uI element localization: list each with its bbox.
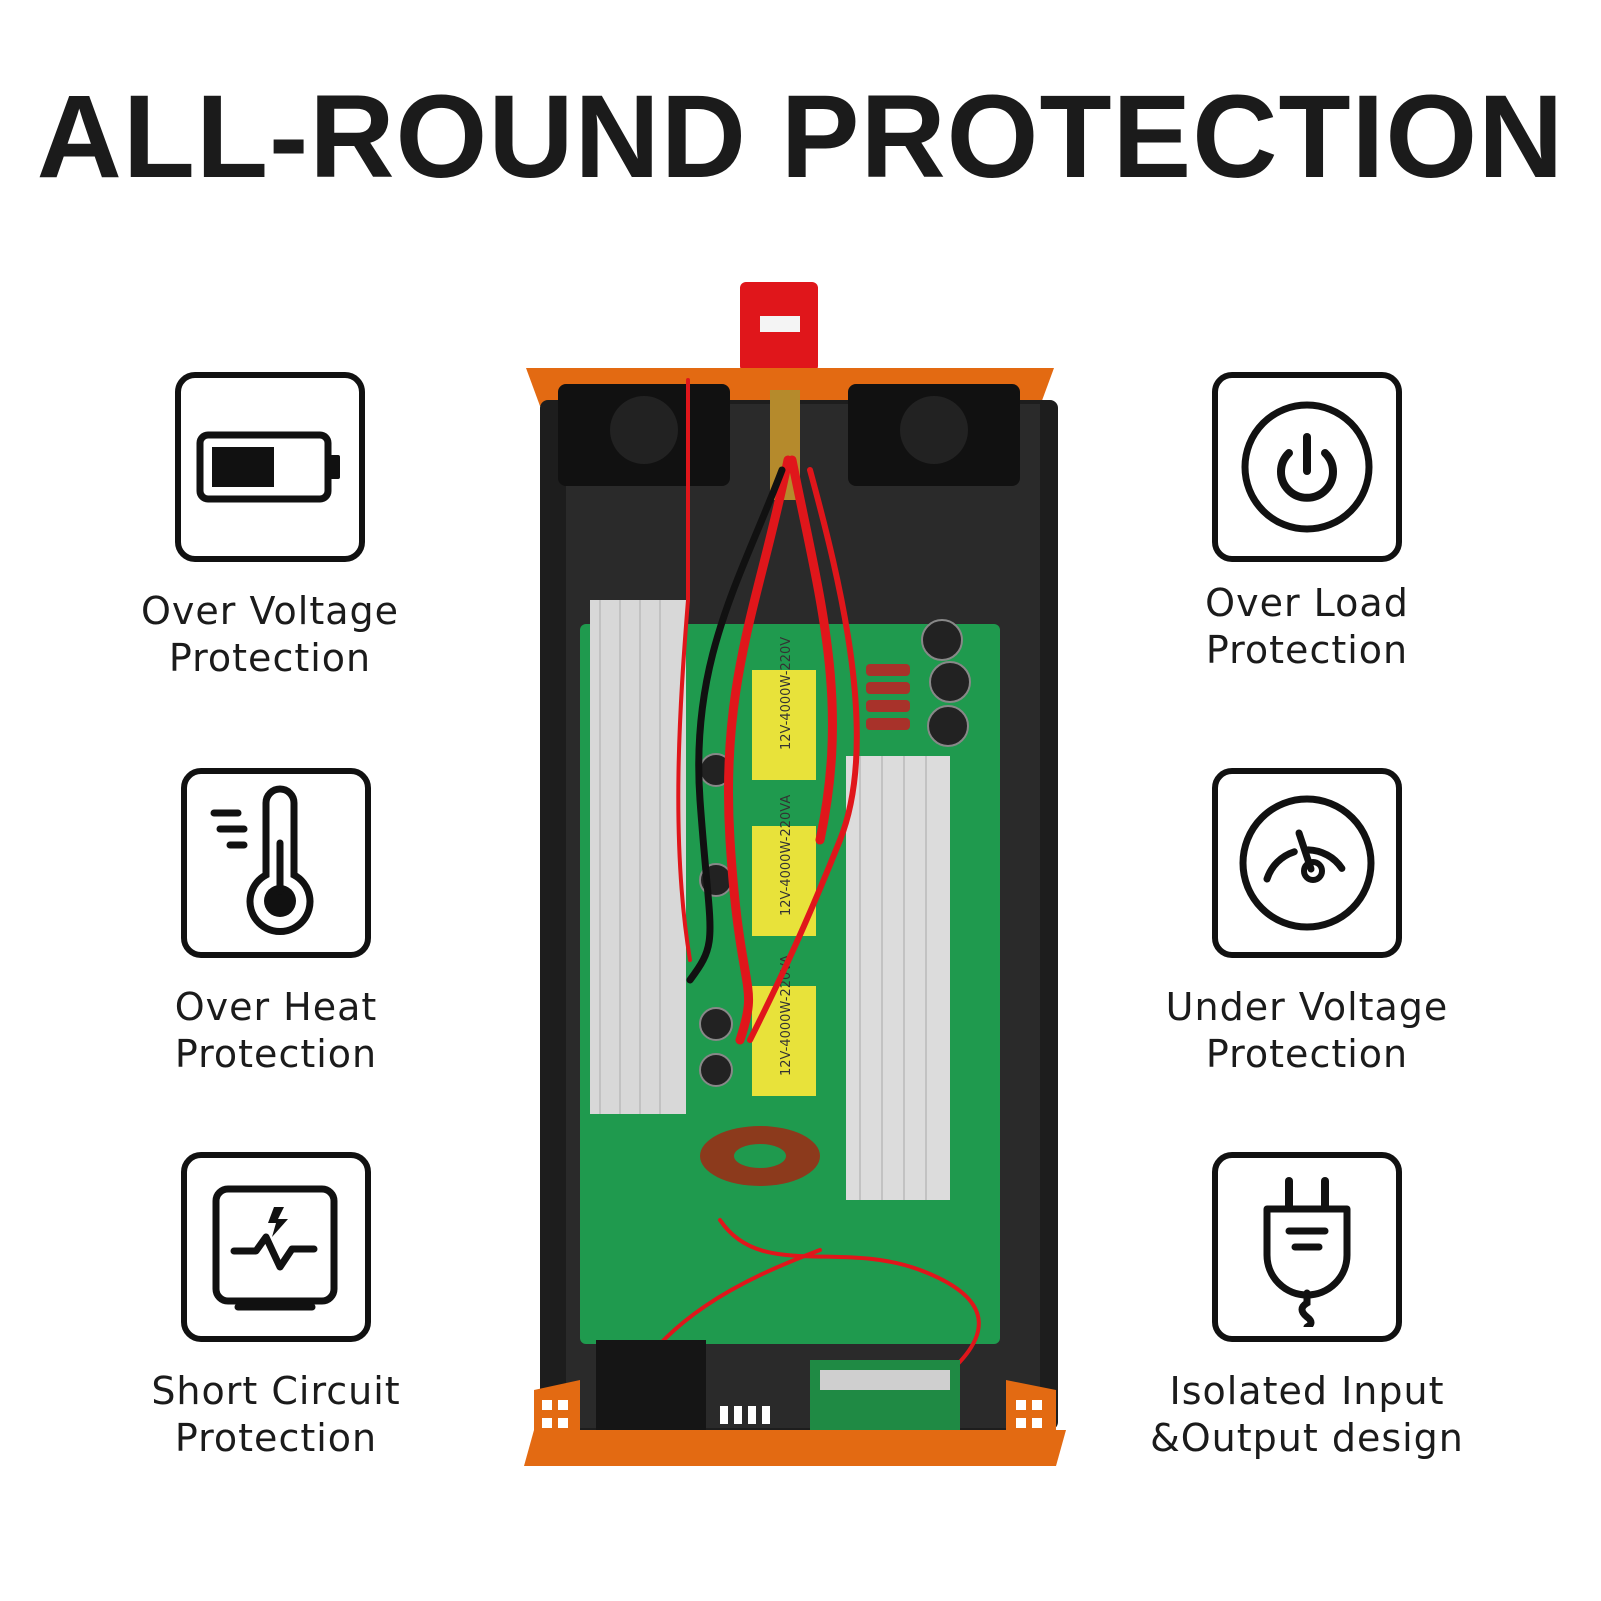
transformer: [752, 986, 816, 1096]
inverter-product-image: 12V-4000W-220V 12V-4000W-220VA 12V-4000W…: [520, 280, 1080, 1470]
feature-label: Over Heat Protection: [96, 984, 456, 1078]
feature-title: Under Voltage: [1165, 985, 1449, 1029]
battery-icon: [196, 431, 340, 503]
transformer-marking: 12V-4000W-220V: [779, 637, 794, 750]
gauge-icon: [1239, 795, 1375, 931]
heat-sink: [846, 756, 950, 1200]
transformer-marking: 12V-4000W-220VA: [779, 795, 794, 916]
thermometer-icon: [210, 785, 314, 935]
lightning-monitor-icon-box: [181, 1152, 371, 1342]
feature-label: Over Voltage Protection: [90, 588, 450, 682]
feature-label: Under Voltage Protection: [1127, 984, 1487, 1078]
page-title: ALL-ROUND PROTECTION: [36, 71, 1565, 203]
feature-subtitle: Protection: [174, 1032, 378, 1076]
gauge-icon-box: [1212, 768, 1402, 958]
feature-label: Short Circuit Protection: [96, 1368, 456, 1462]
feature-under-voltage: Under Voltage Protection: [1127, 768, 1487, 1078]
feature-subtitle: Protection: [1205, 1032, 1409, 1076]
case-bottom-plate: [524, 1430, 1066, 1466]
plug-icon-box: [1212, 1152, 1402, 1342]
feature-isolated-io: Isolated Input &Output design: [1127, 1152, 1487, 1462]
feature-title: Short Circuit: [151, 1369, 401, 1413]
feature-subtitle: Protection: [1205, 628, 1409, 672]
feature-title: Over Heat: [174, 985, 378, 1029]
inverter-interior-illustration: 12V-4000W-220V 12V-4000W-220VA 12V-4000W…: [524, 282, 1066, 1466]
feature-short-circuit: Short Circuit Protection: [96, 1152, 456, 1462]
plug-icon: [1263, 1177, 1351, 1327]
feature-label: Over Load Protection: [1127, 580, 1487, 674]
feature-title: Over Voltage: [140, 589, 400, 633]
feature-over-voltage: Over Voltage Protection: [90, 372, 450, 682]
thermometer-icon-box: [181, 768, 371, 958]
feature-label: Isolated Input &Output design: [1127, 1368, 1487, 1462]
power-icon-box: [1212, 372, 1402, 562]
feature-subtitle: Protection: [168, 636, 372, 680]
feature-subtitle: &Output design: [1150, 1416, 1464, 1460]
feature-over-load: Over Load Protection: [1127, 372, 1487, 674]
transformer-marking: 12V-4000W-220VA: [779, 955, 794, 1076]
power-icon: [1241, 401, 1373, 533]
battery-icon-box: [175, 372, 365, 562]
lightning-monitor-icon: [212, 1185, 338, 1311]
feature-title: Over Load: [1205, 581, 1409, 625]
feature-title: Isolated Input: [1169, 1369, 1445, 1413]
transformer: [752, 670, 816, 780]
heat-sink: [590, 600, 686, 1114]
feature-over-heat: Over Heat Protection: [96, 768, 456, 1078]
ac-socket: [596, 1340, 706, 1430]
feature-subtitle: Protection: [174, 1416, 378, 1460]
